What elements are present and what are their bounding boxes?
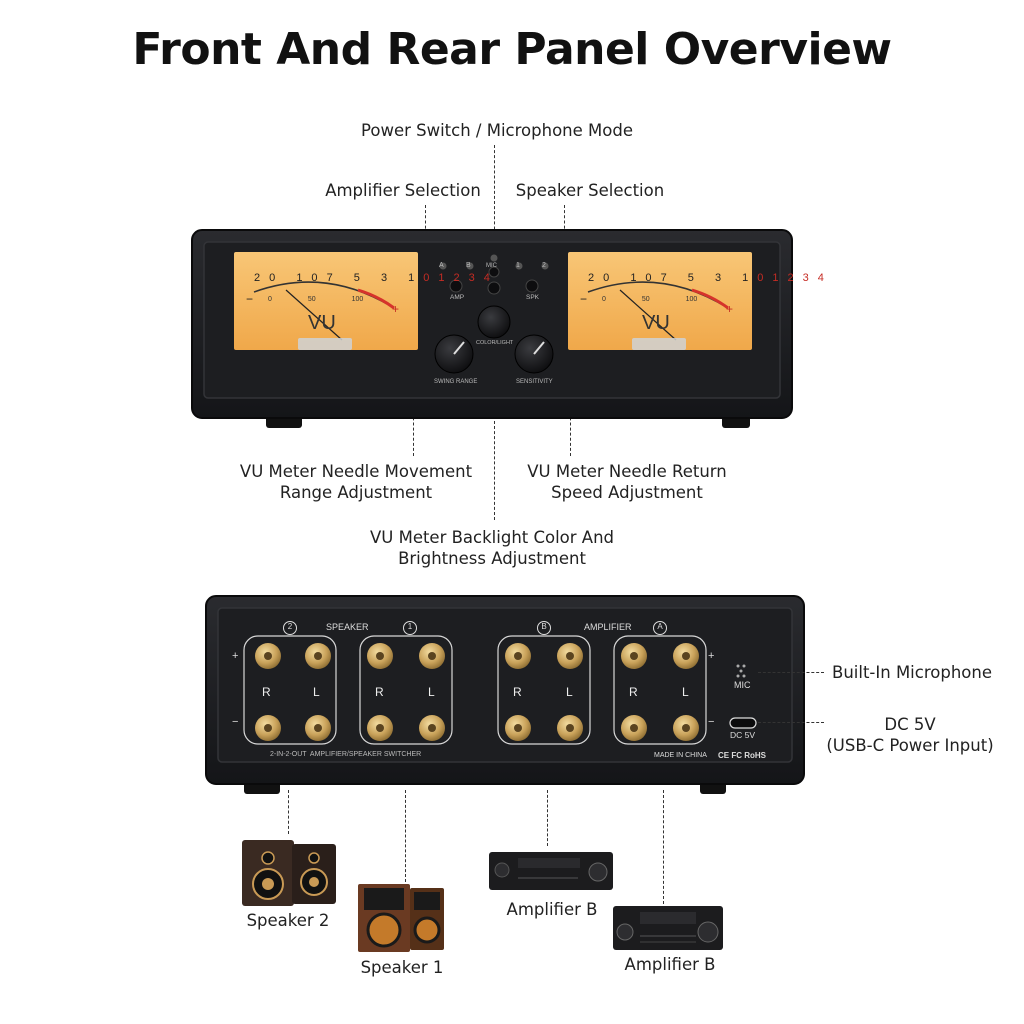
plus-label: + — [708, 650, 715, 662]
terminal-group-speaker-2 — [243, 635, 337, 745]
minus-label: − — [708, 716, 715, 728]
l-label: L — [682, 685, 689, 699]
caption-speaker-1: Speaker 1 — [360, 958, 444, 977]
power-switch-button[interactable] — [488, 266, 500, 278]
plus-label: + — [232, 650, 239, 662]
vu-meter-right — [568, 252, 752, 350]
amp-label: AMP — [450, 294, 465, 301]
switcher-text: 2-IN-2-OUT AMPLIFIER/SPEAKER SWITCHER — [270, 751, 422, 758]
certification-marks: CE FC RoHS — [718, 751, 766, 760]
speaker-2-image — [242, 840, 336, 906]
usb-c-port[interactable] — [729, 717, 757, 729]
color-light-knob[interactable] — [477, 305, 511, 339]
microphone-grille-icon — [736, 664, 746, 678]
label-dc-power: DC 5V(USB-C Power Input) — [826, 715, 994, 755]
front-panel — [191, 229, 793, 428]
sensitivity-label: SENSITIVITY — [516, 379, 553, 385]
label-power-switch: Power Switch / Microphone Mode — [361, 121, 633, 140]
r-label: R — [513, 685, 522, 699]
amplifier-label: AMPLIFIER — [584, 622, 632, 632]
minus-label: − — [232, 716, 239, 728]
amplifier-b-image-1 — [489, 852, 613, 890]
speaker-1-image — [358, 884, 444, 952]
l-label: L — [428, 685, 435, 699]
spk-label: SPK — [526, 294, 540, 301]
terminal-group-speaker-1 — [359, 635, 453, 745]
made-in-label: MADE IN CHINA — [654, 752, 707, 759]
meter-right-text: 20 107 5 3 101234 0 50 100 − + VU — [580, 272, 833, 334]
vu-meter-left — [234, 252, 418, 350]
speaker-label: SPEAKER — [326, 622, 369, 632]
led-label-1: 1 — [516, 262, 520, 269]
led-label-mic: MIC — [486, 263, 497, 269]
swing-range-label: SWING RANGE — [434, 379, 478, 385]
group-number-2: 2 — [287, 622, 293, 631]
rear-dc-label: DC 5V — [730, 730, 756, 740]
group-number-1: 1 — [407, 622, 413, 631]
r-label: R — [629, 685, 638, 699]
terminal-group-amplifier-b — [497, 635, 591, 745]
caption-speaker-2: Speaker 2 — [246, 911, 330, 930]
amplifier-b-image-2 — [613, 906, 723, 950]
caption-amplifier-b-2: Amplifier B — [624, 955, 716, 974]
l-label: L — [313, 685, 320, 699]
label-built-in-microphone: Built-In Microphone — [832, 663, 992, 682]
led-label-b: B — [466, 262, 471, 269]
group-number-b: B — [541, 622, 547, 631]
mic-mode-button[interactable] — [487, 281, 501, 295]
terminal-group-amplifier-a — [613, 635, 707, 745]
amp-select-button[interactable] — [449, 279, 463, 293]
r-label: R — [262, 685, 271, 699]
label-amplifier-selection: Amplifier Selection — [325, 181, 481, 200]
speaker-select-button[interactable] — [525, 279, 539, 293]
led-label-2: 2 — [542, 262, 546, 269]
color-light-label: COLOR/LIGHT — [476, 340, 514, 346]
l-label: L — [566, 685, 573, 699]
r-label: R — [375, 685, 384, 699]
caption-amplifier-b-1: Amplifier B — [506, 900, 598, 919]
group-number-a: A — [657, 622, 663, 631]
label-speaker-selection: Speaker Selection — [515, 181, 665, 200]
page-title: Front And Rear Panel Overview — [132, 24, 892, 75]
rear-mic-label: MIC — [734, 680, 751, 690]
rear-panel — [205, 595, 805, 794]
meter-left-text: 20 107 5 3 101234 0 50 100 − + VU — [246, 272, 499, 334]
led-label-a: A — [439, 262, 444, 269]
